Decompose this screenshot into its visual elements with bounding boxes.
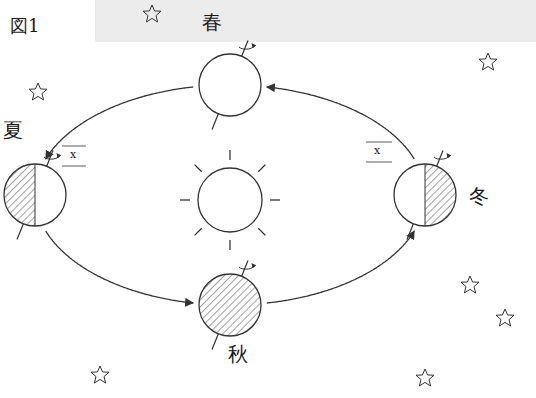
earth-node: 春 [198,53,262,117]
earth-node: 秋 [198,273,262,337]
angle-label: x [374,145,380,157]
earth-node: 冬 [393,163,457,227]
season-label: 春 [202,11,222,33]
angle-ticks [62,142,392,166]
earth-axes [17,41,443,350]
orbit-arrow [267,87,414,159]
stars [29,5,514,386]
orbit-arrow [46,231,193,303]
earth-circle [393,163,457,227]
figure-number: 図1 [10,16,39,36]
earth-node: 夏 [3,163,67,227]
orbit-arrow [46,87,193,159]
season-label: 冬 [469,185,489,207]
season-label: 秋 [228,343,248,365]
angle-label: x [70,149,76,161]
rotation-arrows [44,45,448,269]
earth-circle [198,53,262,117]
orbit-arrow [267,231,414,303]
season-label: 夏 [3,119,23,141]
header-band [95,0,536,42]
earth-circle [3,163,67,227]
earth-circle [198,273,262,337]
sun [180,150,280,250]
